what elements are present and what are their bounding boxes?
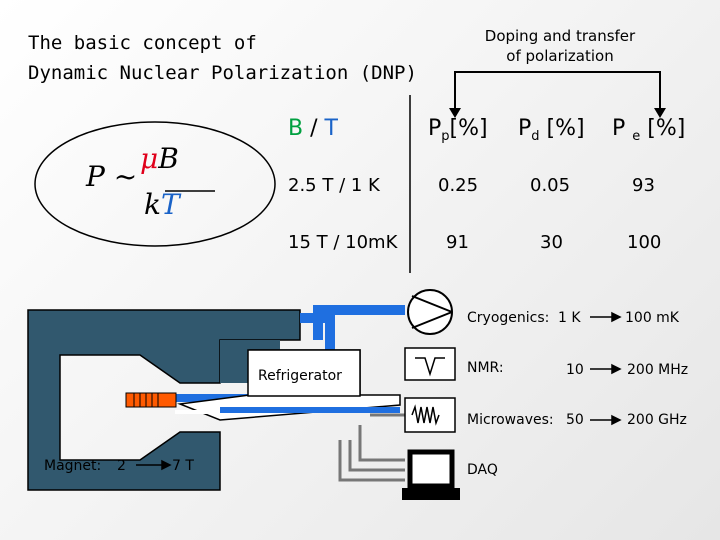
header-pe: P e [%] xyxy=(612,116,685,144)
doping-bracket xyxy=(449,71,666,118)
row-1-conditions: 2.5 T / 1 K xyxy=(288,175,380,196)
row-1-pp: 0.25 xyxy=(438,175,479,196)
row-1-pd: 0.05 xyxy=(530,175,571,196)
header-sep: / xyxy=(310,116,318,141)
formula-denominator: kT xyxy=(144,188,180,221)
pump-icon xyxy=(407,289,453,335)
header-pp-sub: p xyxy=(441,129,450,144)
computer-icon xyxy=(402,449,460,500)
cryogenics-from: 1 K xyxy=(558,310,581,326)
header-pd-sub: d xyxy=(531,129,540,144)
formula-mu: μ xyxy=(140,142,159,175)
slide-title: The basic concept of Dynamic Nuclear Pol… xyxy=(28,28,417,88)
magnet-label: Magnet: xyxy=(44,458,102,474)
formula-lhs: P ~ xyxy=(86,160,138,193)
microwave-box-icon xyxy=(404,397,456,433)
formula-T: T xyxy=(160,188,180,221)
microwaves-label: Microwaves: xyxy=(467,412,554,428)
row-2-pp: 91 xyxy=(446,232,469,253)
row-2-pd: 30 xyxy=(540,232,563,253)
header-pp: Pp[%] xyxy=(428,116,488,144)
nmr-to: 200 MHz xyxy=(627,362,689,378)
cryogenics-pipe xyxy=(300,313,335,360)
header-pd-unit: [%] xyxy=(546,116,585,141)
header-B-over-T: B / T xyxy=(288,116,338,141)
formula-numerator: μB xyxy=(140,142,179,175)
sample-holder xyxy=(125,392,177,408)
microwaves-from: 50 xyxy=(566,412,584,428)
table-divider xyxy=(409,95,411,273)
nmr-label: NMR: xyxy=(467,360,504,376)
header-pe-unit: [%] xyxy=(647,116,686,141)
microwaves-to: 200 GHz xyxy=(627,412,687,428)
cryogenics-label: Cryogenics: xyxy=(467,310,550,326)
formula-B: B xyxy=(158,142,179,175)
daq-label: DAQ xyxy=(467,462,498,478)
daq-cable xyxy=(338,440,405,482)
header-pd-main: P xyxy=(518,116,532,141)
header-T: T xyxy=(324,116,338,141)
nmr-from: 10 xyxy=(566,362,584,378)
header-pp-main: P xyxy=(428,116,442,141)
header-pe-main: P xyxy=(612,116,626,141)
header-pd: Pd [%] xyxy=(518,116,585,144)
doping-label-line-2: of polarization xyxy=(506,47,614,65)
row-1-pe: 93 xyxy=(632,175,655,196)
formula-ellipse xyxy=(34,121,276,247)
cryogenics-to: 100 mK xyxy=(625,310,679,326)
header-pp-unit: [%] xyxy=(449,116,488,141)
formula-k: k xyxy=(144,188,161,221)
header-pe-sub: e xyxy=(632,129,641,144)
header-B: B xyxy=(288,116,304,141)
row-2-pe: 100 xyxy=(627,232,662,253)
magnet-range-from: 2 xyxy=(117,458,126,474)
magnet-range-to: 7 T xyxy=(172,458,194,474)
doping-label: Doping and transfer of polarization xyxy=(470,26,650,66)
doping-label-line-1: Doping and transfer xyxy=(484,27,636,45)
pump-pipe xyxy=(313,305,405,340)
range-arrows xyxy=(136,311,622,471)
title-line-1: The basic concept of xyxy=(28,32,257,54)
row-2-conditions: 15 T / 10mK xyxy=(288,232,398,253)
nmr-box-icon xyxy=(404,347,456,381)
refrigerator-label: Refrigerator xyxy=(258,368,342,384)
title-line-2: Dynamic Nuclear Polarization (DNP) xyxy=(28,62,417,84)
